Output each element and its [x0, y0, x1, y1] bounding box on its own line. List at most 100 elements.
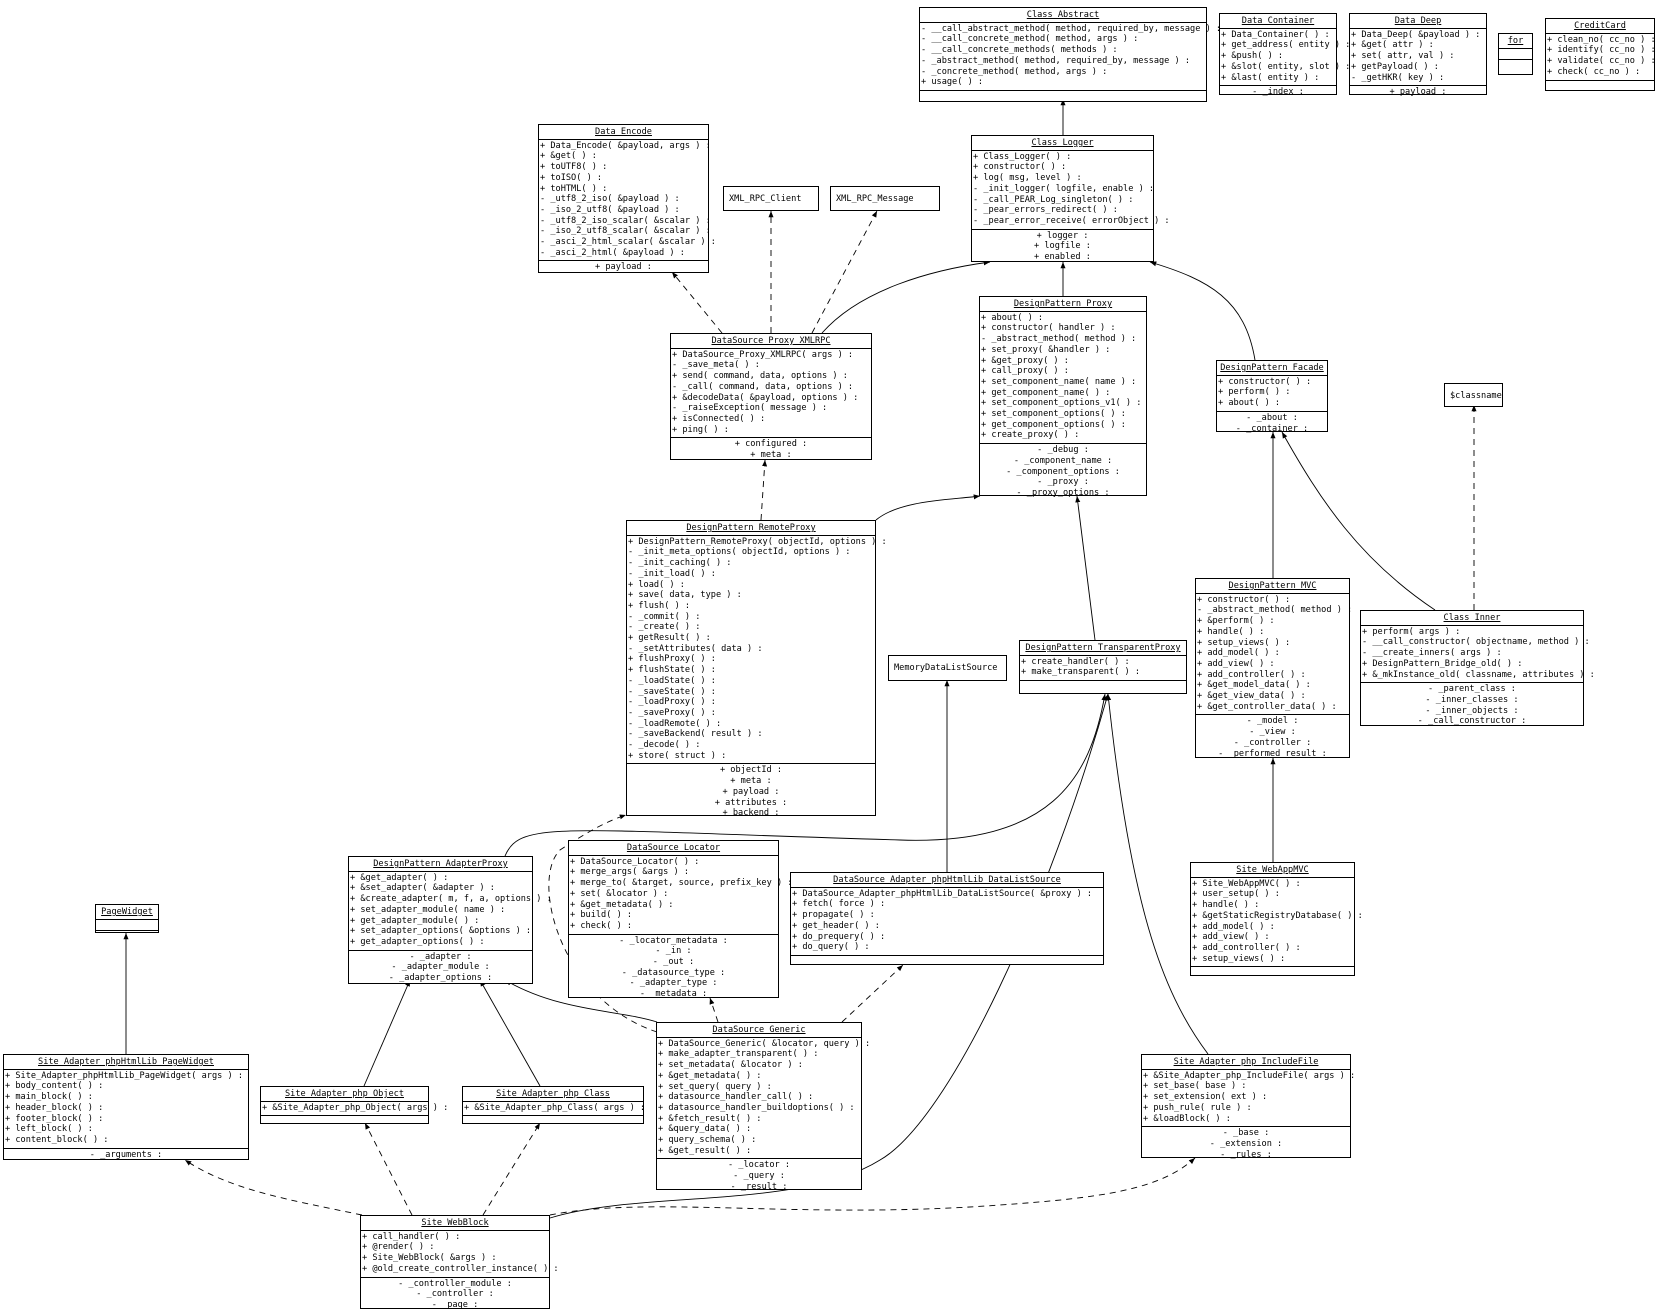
attribute: + enabled : [1034, 252, 1091, 263]
operation: - _asci_2_html( &payload ) : [540, 247, 685, 258]
attribute: - _page : [431, 1299, 479, 1310]
attribute: - _in : [655, 946, 692, 957]
class-class-inner: Class_Inner+ perform( args ) :- __call_c… [1360, 610, 1595, 726]
operation: + main_block( ) : [5, 1092, 93, 1103]
operation: - _abstract_method( method ) : [981, 334, 1137, 345]
operation: + &query_data( ) : [658, 1124, 752, 1135]
attribute: - _extension : [1209, 1138, 1283, 1149]
operation: + Site_WebBlock( &args ) : [362, 1253, 497, 1264]
operations-compartment: + constructor( ) :+ perform( ) :+ about(… [1217, 376, 1327, 412]
operation: - _asci_2_html_scalar( &scalar ) : [540, 237, 716, 248]
class-name: DesignPattern_MVC [1196, 579, 1349, 594]
operation: + set( attr, val ) : [1351, 51, 1455, 62]
class-site-adapter-php-includefile: Site_Adapter_php_IncludeFile+ &Site_Adap… [1141, 1054, 1356, 1160]
attribute: - _debug : [1037, 445, 1089, 456]
operation: - _pear_errors_redirect( ) : [973, 205, 1118, 216]
operation: - _iso_2_utf8_scalar( &scalar ) : [540, 226, 711, 237]
attribute: + configured : [734, 439, 808, 450]
attribute: + meta : [750, 450, 792, 461]
operation: + add_controller( ) : [1197, 669, 1306, 680]
operation: + perform( args ) : [1362, 626, 1461, 637]
attribute: - _adapter_module : [391, 962, 490, 973]
operation: + set_query( query ) : [658, 1081, 772, 1092]
class-site-adapter-php-class: Site_Adapter_php_Class+ &Site_Adapter_ph… [462, 1086, 646, 1126]
attributes-compartment [920, 91, 1206, 101]
operations-compartment: + clean_no( cc_no ) :+ identify( cc_no )… [1546, 34, 1655, 81]
operation: + &get_adapter( ) : [350, 872, 449, 883]
operations-compartment: + Site_Adapter_phpHtmlLib_PageWidget( ar… [4, 1070, 248, 1149]
operations-compartment: + &get_adapter( ) :+ &set_adapter( &adap… [349, 872, 552, 951]
class-name: Site_Adapter_phpHtmlLib_PageWidget [4, 1055, 248, 1070]
operation: + constructor( handler ) : [981, 323, 1116, 334]
operation: + get_address( entity ) : [1221, 40, 1351, 51]
attributes-compartment: + payload : [539, 261, 708, 275]
operations-compartment: + about( ) :+ constructor( handler ) :- … [980, 312, 1146, 445]
operation: + user_setup( ) : [1192, 889, 1280, 900]
operation: + DesignPattern_Bridge_old( ) : [1362, 658, 1523, 669]
attribute: - _inner_objects : [1425, 705, 1519, 716]
operation: + add_model( ) : [1197, 648, 1280, 659]
attribute: - _about : [1246, 412, 1298, 423]
operation: + &get_metadata( ) : [658, 1070, 762, 1081]
operation: + get_component_options( ) : [981, 419, 1126, 430]
operation: + merge_args( &args ) : [570, 867, 689, 878]
box-label: XML_RPC_Client [729, 194, 802, 204]
attributes-compartment [1020, 681, 1186, 691]
operation: + constructor( ) : [973, 162, 1067, 173]
edge-webblock-includefile [549, 1157, 1196, 1216]
class-name: DesignPattern_Facade [1217, 361, 1327, 376]
operation: + &get_controller_data( ) : [1197, 701, 1337, 712]
operation: + &Site_Adapter_php_Class( args ) : [464, 1102, 646, 1113]
operation: + fetch( force ) : [792, 899, 886, 910]
operation: + Data_Container( ) : [1221, 29, 1330, 40]
operation: + merge_to( &target, source, prefix_key … [570, 878, 793, 889]
class-name: Site_WebAppMVC [1191, 863, 1354, 878]
operation: + handle( ) : [1197, 626, 1265, 637]
operation: + &perform( ) : [1197, 616, 1275, 627]
operation: + toHTML( ) : [540, 183, 608, 194]
operation: + &get_proxy( ) : [981, 355, 1069, 366]
operation: + get_header( ) : [792, 920, 880, 931]
operation: + Data_Deep( &payload ) : [1351, 29, 1481, 40]
class-designpattern-transparentproxy: DesignPattern_TransparentProxy+ create_h… [1019, 640, 1187, 694]
operation: + log( msg, level ) : [973, 173, 1082, 184]
operation: + Site_Adapter_phpHtmlLib_PageWidget( ar… [5, 1070, 243, 1081]
edge-generic-adapterproxy [504, 979, 658, 1023]
attribute: + logger : [1036, 230, 1089, 241]
operation: + about( ) : [981, 312, 1044, 323]
edge-xmlrpc-logger [821, 260, 991, 334]
operations-compartment: + DataSource_Proxy_XMLRPC( args ) :- _sa… [671, 349, 871, 439]
edge-inner-facade [1281, 431, 1436, 611]
operations-compartment: + Class_Logger( ) :+ constructor( ) :+ l… [972, 151, 1170, 230]
operation: + about( ) : [1218, 398, 1281, 409]
operations-compartment [1499, 49, 1532, 60]
operation: + getPayload( ) : [1351, 61, 1439, 72]
edge-xmlrpc-encode [671, 271, 723, 334]
attributes-compartment [791, 956, 1103, 966]
class-data-deep: Data_Deep+ Data_Deep( &payload ) :+ &get… [1349, 13, 1487, 97]
attributes-compartment: - _controller_module :- _controller :- _… [361, 1278, 549, 1313]
operation: + set_component_name( name ) : [981, 376, 1137, 387]
operation: + build( ) : [570, 910, 633, 921]
operation: + save( data, type ) : [628, 590, 742, 601]
class-class-abstract: Class_Abstract- __call_abstract_method( … [919, 7, 1221, 102]
attribute: - _out : [652, 957, 695, 968]
operation: - _init_caching( ) : [628, 558, 732, 569]
class-name: DataSource_Proxy_XMLRPC [671, 334, 871, 349]
edge-includefile-transparent [1106, 693, 1209, 1055]
operation: + setup_views( ) : [1197, 637, 1291, 648]
attributes-compartment [463, 1116, 643, 1126]
operation: - _raiseException( message ) : [672, 403, 828, 414]
attribute: + attributes : [714, 797, 788, 808]
operation: - _call( command, data, options ) : [672, 381, 854, 392]
attributes-compartment [1546, 81, 1654, 91]
operation: + datasource_handler_buildoptions( ) : [658, 1102, 855, 1113]
operation: - _saveBackend( result ) : [628, 729, 763, 740]
operation: + make_transparent( ) : [1021, 667, 1140, 678]
operation: + &Site_Adapter_php_IncludeFile( args ) … [1143, 1070, 1356, 1081]
operation: - _saveState( ) : [628, 686, 716, 697]
attribute: - _view : [1249, 727, 1296, 738]
operation: - __call_concrete_method( method, args )… [921, 34, 1139, 45]
operation: - __call_constructor( objectname, method… [1362, 637, 1590, 648]
attribute: + meta : [730, 776, 772, 787]
